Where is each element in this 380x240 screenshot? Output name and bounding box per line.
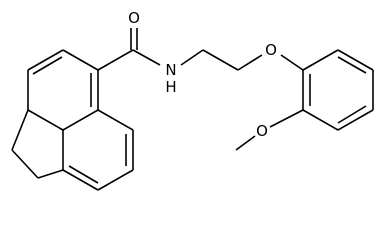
bonds xyxy=(11,28,374,191)
bond xyxy=(37,169,64,179)
bond xyxy=(280,54,304,71)
bond xyxy=(337,105,367,124)
bond xyxy=(337,49,374,71)
bond xyxy=(337,56,367,74)
bond xyxy=(302,49,339,71)
methoxy-oxygen-label: O xyxy=(256,122,268,140)
molecule-structure: O N H O O xyxy=(11,9,374,191)
bond xyxy=(11,149,39,179)
bond xyxy=(97,169,134,191)
bond xyxy=(202,49,239,71)
ether-oxygen-label: O xyxy=(265,41,277,59)
bond xyxy=(62,109,99,131)
bond xyxy=(62,169,99,191)
structure-canvas: O N H O O xyxy=(11,9,374,191)
atom-labels: O N H O O xyxy=(128,9,277,140)
bond xyxy=(237,54,263,71)
bond xyxy=(269,109,304,128)
bond xyxy=(27,109,64,131)
bond xyxy=(180,49,204,66)
amide-hydrogen-label: H xyxy=(165,78,176,96)
bond xyxy=(62,49,99,71)
bond xyxy=(302,109,339,131)
bond xyxy=(11,109,29,151)
bond xyxy=(337,109,374,131)
bond xyxy=(235,135,256,151)
carbonyl-oxygen-label: O xyxy=(128,9,140,27)
bond xyxy=(32,56,63,75)
bond xyxy=(68,165,99,184)
bond xyxy=(97,49,134,71)
bond xyxy=(27,49,64,71)
amide-nitrogen-label: N xyxy=(165,61,176,79)
bond xyxy=(132,49,161,66)
bond xyxy=(97,109,134,131)
